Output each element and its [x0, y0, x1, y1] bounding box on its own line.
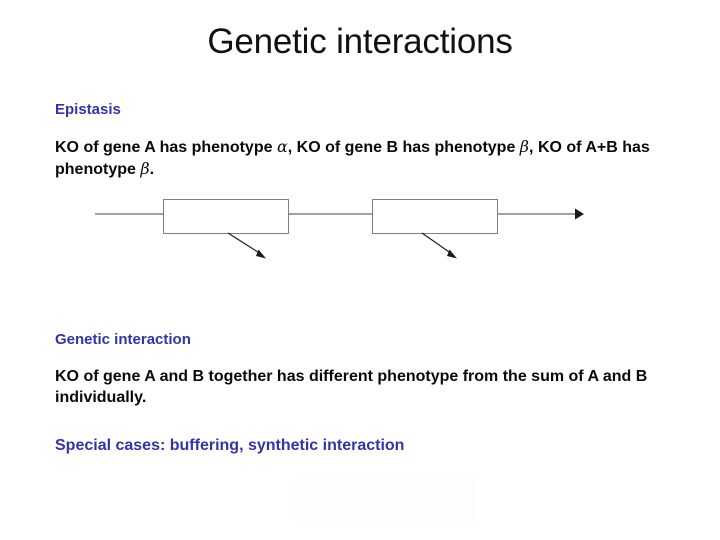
epistasis-line1-suffix: ,	[529, 139, 534, 156]
branch-arrow-b-line	[421, 232, 453, 255]
greek-beta-symbol-2: β	[140, 159, 150, 178]
branch-arrow-a-line	[227, 232, 262, 255]
greek-beta-symbol-1: β	[519, 137, 530, 156]
branch-arrow-a-head-icon	[256, 249, 266, 259]
gene-box-a	[163, 199, 289, 234]
page-title: Genetic interactions	[207, 22, 513, 61]
epistasis-line1-prefix: KO of gene A has phenotype	[55, 139, 277, 156]
section-heading-genetic-interaction: Genetic interaction	[55, 331, 191, 348]
gene-box-b	[372, 199, 498, 234]
epistasis-line2-suffix: .	[149, 161, 155, 178]
epistasis-line1-middle: , KO of gene B has phenotype	[287, 139, 520, 156]
epistasis-body-text: KO of gene A has phenotype α, KO of gene…	[55, 136, 675, 180]
pathway-arrowhead-icon	[575, 208, 584, 220]
special-cases-text: Special cases: buffering, synthetic inte…	[55, 437, 405, 454]
epistasis-line2-prefix: KO of A+B has phenotype	[55, 139, 650, 178]
genetic-interaction-body-text: KO of gene A and B together has differen…	[55, 368, 648, 406]
branch-arrow-b-head-icon	[447, 249, 457, 259]
bottom-blank-artifact	[295, 477, 475, 525]
section-heading-epistasis: Epistasis	[55, 101, 121, 118]
greek-alpha-symbol: α	[276, 137, 288, 156]
